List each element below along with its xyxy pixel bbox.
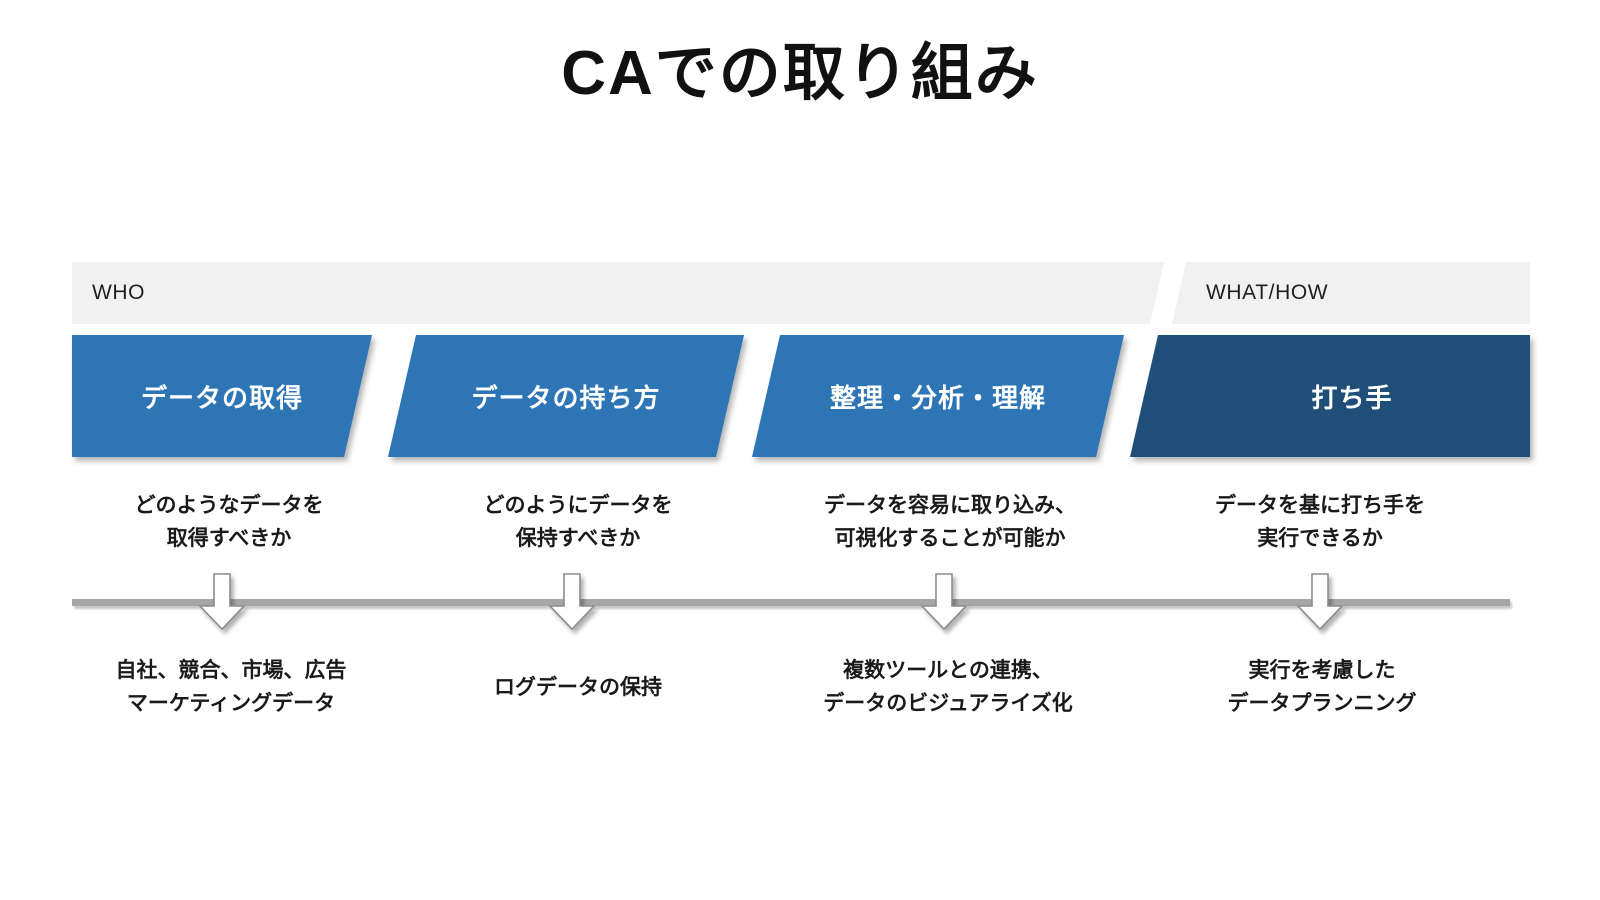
- step-shape-analysis[interactable]: 整理・分析・理解: [752, 335, 1124, 457]
- timeline-divider: [72, 599, 1510, 606]
- step-label-action: 打ち手: [1311, 382, 1393, 413]
- step-shape-fill: [1130, 335, 1530, 457]
- down-arrow-icon: [920, 573, 968, 631]
- step-outcome-data-storage: ログデータの保持: [494, 676, 662, 699]
- step-label-data-storage: データの持ち方: [471, 382, 661, 413]
- page-title: CAでの取り組み: [561, 39, 1039, 108]
- step-question-data-storage: どのようにデータを 保持すべきか: [483, 494, 673, 550]
- step-outcome-action: 実行を考慮した データプランニング: [1227, 659, 1417, 715]
- step-shape-fill: [752, 335, 1124, 457]
- step-label-data-acquisition: データの取得: [140, 382, 303, 413]
- step-outcome-analysis: 複数ツールとの連携、 データのビジュアライズ化: [823, 659, 1073, 715]
- down-arrow-icon: [1296, 573, 1344, 631]
- down-arrow-icon: [548, 573, 596, 631]
- phase-band-what-how: WHAT/HOW: [1172, 262, 1530, 324]
- step-shape-fill: [388, 335, 744, 457]
- step-shape-data-acquisition[interactable]: データの取得: [72, 335, 372, 457]
- step-shape-action[interactable]: 打ち手: [1130, 335, 1530, 457]
- phase-band-what-how-label: WHAT/HOW: [1206, 281, 1329, 304]
- step-question-analysis: データを容易に取り込み、 可視化することが可能か: [824, 494, 1076, 550]
- down-arrow-icon: [198, 573, 246, 631]
- step-outcome-data-acquisition: 自社、競合、市場、広告 マーケティングデータ: [115, 659, 347, 715]
- step-question-action: データを基に打ち手を 実行できるか: [1215, 494, 1425, 550]
- phase-band-who: WHO: [72, 262, 1164, 324]
- step-question-data-acquisition: どのようなデータを 取得すべきか: [134, 494, 324, 550]
- step-label-analysis: 整理・分析・理解: [829, 382, 1046, 413]
- phase-band-who-label: WHO: [92, 281, 146, 304]
- step-shape-data-storage[interactable]: データの持ち方: [388, 335, 744, 457]
- step-shape-fill: [72, 335, 372, 457]
